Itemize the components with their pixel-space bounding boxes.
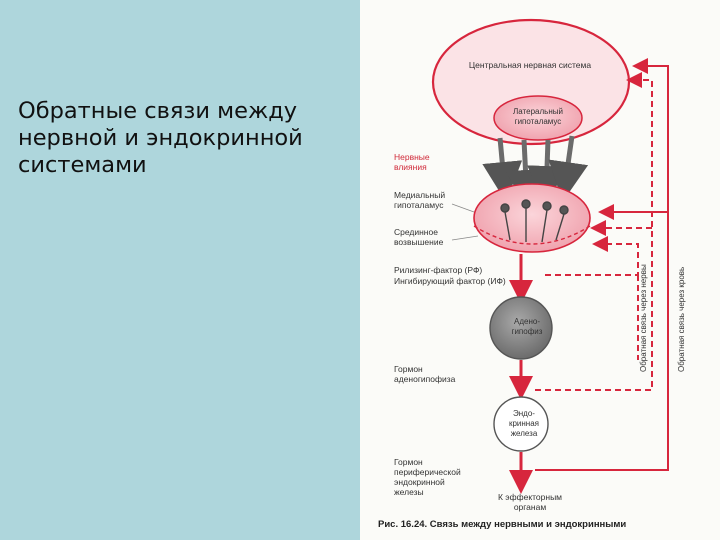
lateral-hypothalamus-label-2: гипоталамус [515, 117, 562, 126]
adeno-hormone-label-2: аденогипофиза [394, 374, 456, 384]
median-eminence-label-2: возвышение [394, 237, 444, 247]
median-eminence-label-1: Срединное [394, 227, 438, 237]
peripheral-hormone-label-3: эндокринной [394, 477, 445, 487]
feedback-blood-loop [535, 58, 669, 471]
inhibiting-factor-label: Ингибирующий фактор (ИФ) [394, 276, 506, 286]
neuron-cells [500, 199, 569, 243]
effector-organs-label-2: органам [514, 502, 547, 512]
nerve-impulses-label-2: влияния [394, 162, 427, 172]
adenohypophysis-label-2: гипофиз [512, 327, 543, 336]
gland-label-2: кринная [509, 419, 539, 428]
cns-label: Центральная нервная система [469, 60, 591, 70]
lateral-hypothalamus-label-1: Латеральный [513, 107, 563, 116]
gland-label-3: железа [511, 429, 538, 438]
title-line-3: системами [18, 152, 147, 178]
peripheral-hormone-label-4: железы [394, 487, 424, 497]
peripheral-hormone-label-2: периферической [394, 467, 461, 477]
figure-caption: Рис. 16.24. Связь между нервными и эндок… [378, 519, 626, 530]
title-line-1: Обратные связи между [18, 98, 298, 124]
nerve-impulses-label-1: Нервные [394, 152, 430, 162]
releasing-factor-label: Рилизинг-фактор (РФ) [394, 265, 482, 275]
medial-hypothalamus [473, 183, 591, 253]
gland-label-1: Эндо- [513, 409, 535, 418]
effector-organs-label-1: К эффекторным [498, 492, 562, 502]
diagram-svg: Центральная нервная система Латеральный … [378, 18, 686, 530]
medial-hypothalamus-label-2: гипоталамус [394, 200, 444, 210]
feedback-blood-label: Обратная связь через кровь [677, 267, 686, 372]
medial-hypothalamus-label-1: Медиальный [394, 190, 445, 200]
lateral-hypothalamus [493, 95, 583, 141]
slide-title: Обратные связи между нервной и эндокринн… [18, 98, 358, 179]
peripheral-hormone-label-1: Гормон [394, 457, 423, 467]
endocrine-gland [493, 396, 549, 452]
adeno-hormone-label-1: Гормон [394, 364, 423, 374]
adenohypophysis-label-1: Адено- [514, 317, 540, 326]
feedback-nerves-label: Обратная связь через нервы [639, 264, 648, 372]
title-line-2: нервной и эндокринной [18, 125, 303, 151]
adenohypophysis [489, 296, 553, 360]
diagram-figure: Центральная нервная система Латеральный … [360, 0, 720, 540]
